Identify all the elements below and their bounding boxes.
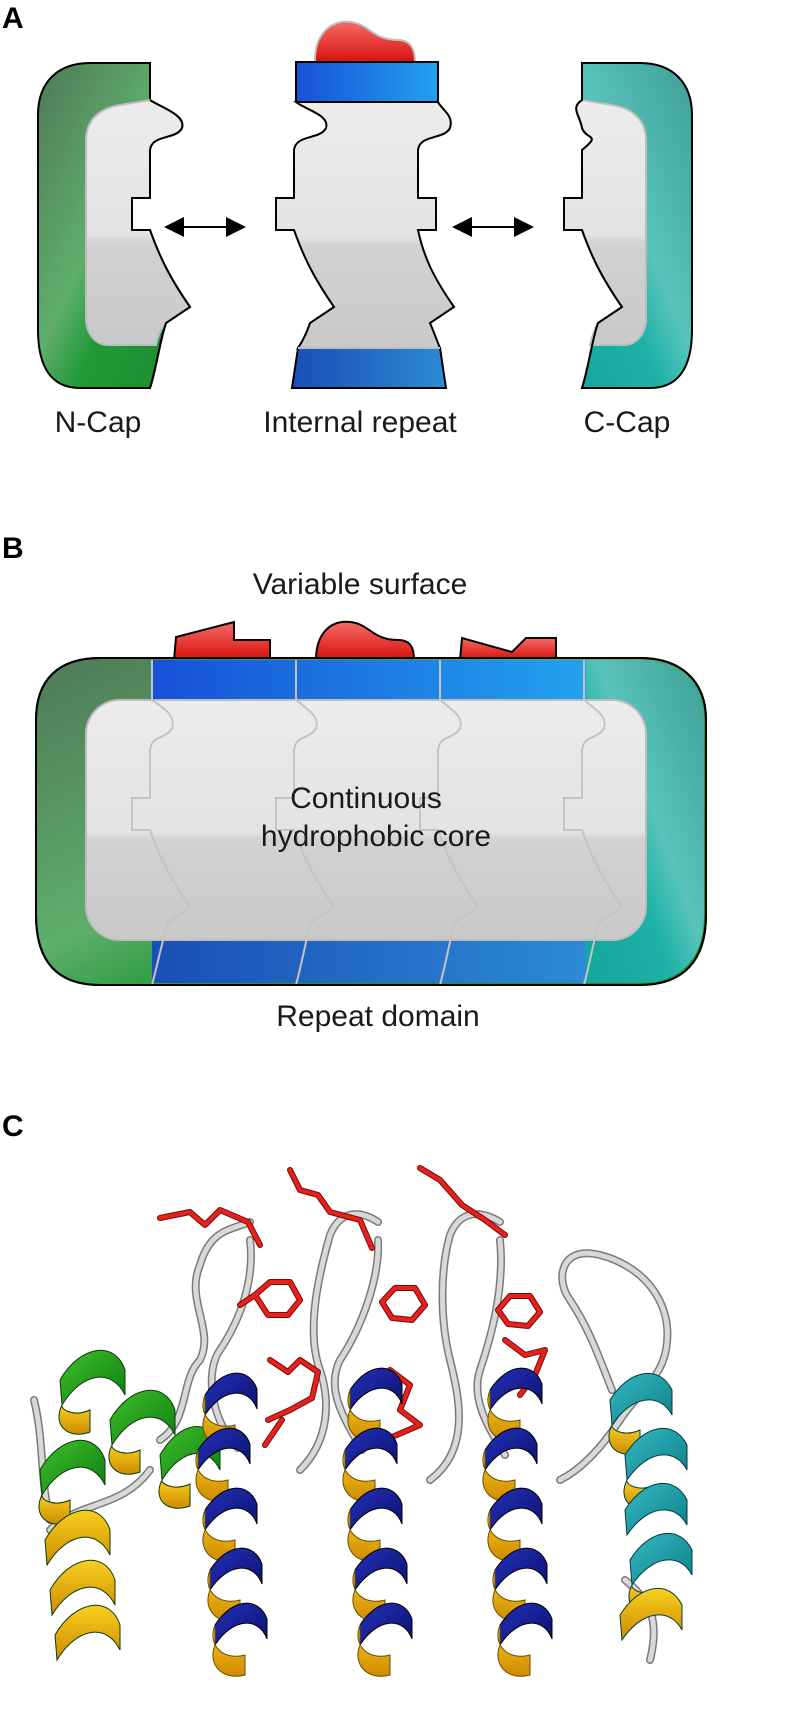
panel-a-letter: A [2, 2, 24, 35]
panel-b-letter: B [2, 532, 24, 565]
core-label-line1: Continuous [290, 782, 442, 815]
ccap-label: C-Cap [584, 406, 671, 439]
variable-residue-bump [314, 20, 417, 63]
internal-repeat-label: Internal repeat [263, 406, 457, 439]
panel-b: B Variable surface Continuous hydrophobi… [2, 532, 707, 1033]
hydrophobic-core [85, 699, 647, 941]
panel-c: C [2, 1110, 693, 1677]
ccap-module [563, 62, 693, 389]
loop-backbone [30, 1210, 672, 1664]
variable-bump-1 [172, 620, 271, 661]
ncap-label: N-Cap [55, 406, 142, 439]
ccap-helices [608, 1373, 693, 1642]
panel-c-letter: C [2, 1110, 24, 1143]
core-label-line2: hydrophobic core [261, 820, 491, 853]
internal-repeat-module [275, 20, 456, 389]
panel-a: A N-Cap Internal repeat C-Cap [2, 2, 693, 439]
variable-bump-3 [458, 636, 557, 661]
variable-surface-label: Variable surface [253, 568, 468, 601]
variable-bump-2 [314, 620, 416, 661]
repeat-helices [195, 1367, 553, 1677]
ncap-module [37, 62, 192, 389]
ncap-helices [38, 1349, 221, 1662]
repeat-domain-label: Repeat domain [276, 1000, 479, 1033]
